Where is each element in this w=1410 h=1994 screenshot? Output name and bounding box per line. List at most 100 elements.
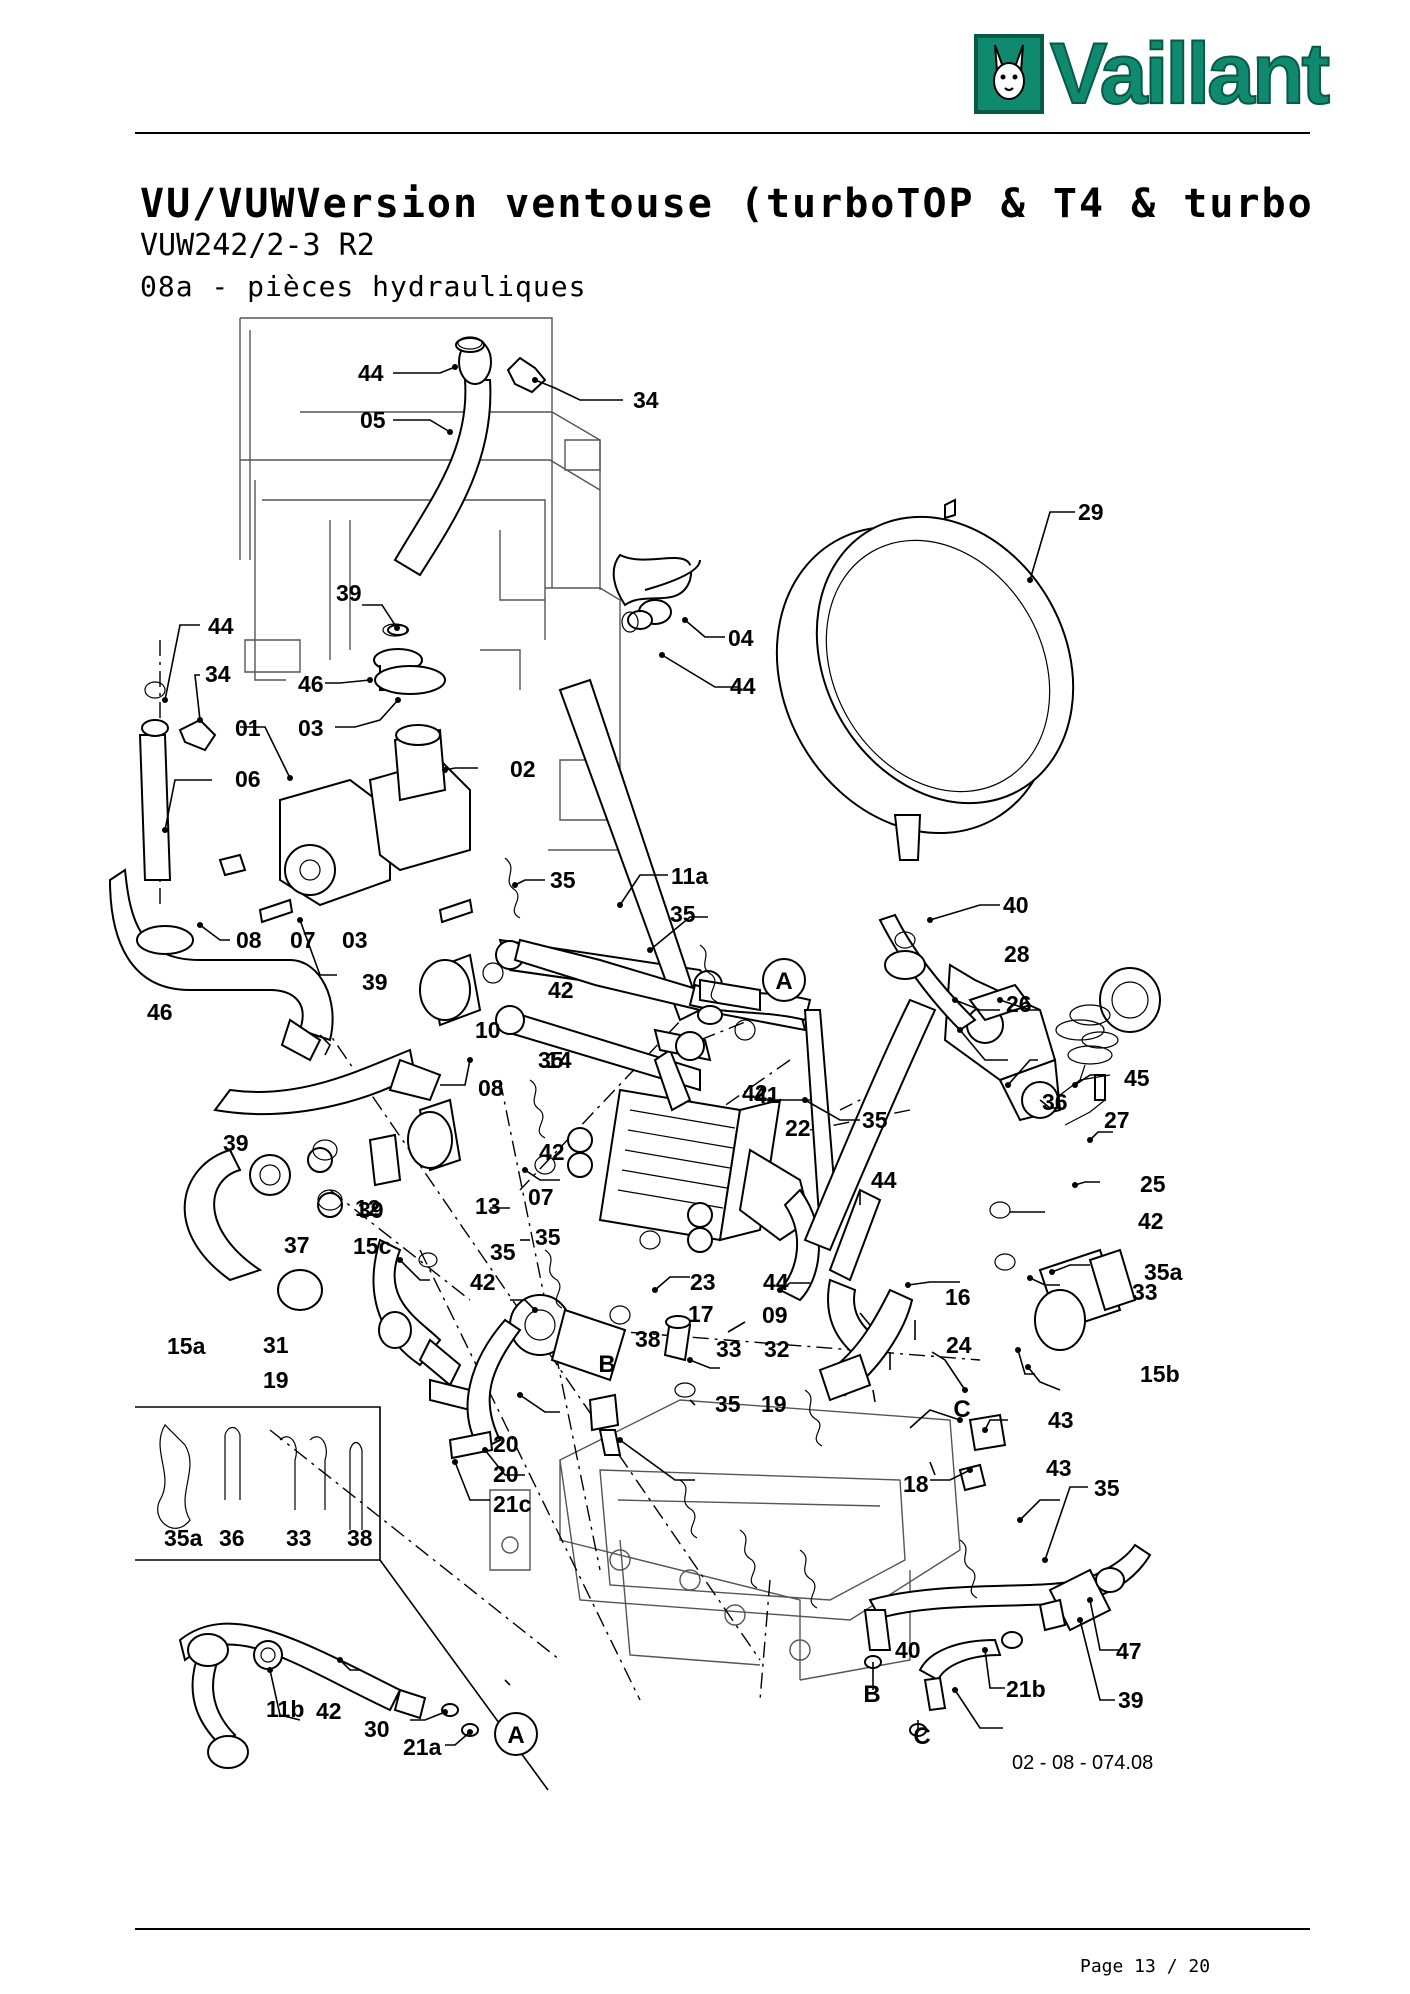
hare-emblem-icon <box>974 34 1044 114</box>
callout-label: 18 <box>903 1471 929 1497</box>
vaillant-logo: Vaillant <box>974 29 1331 119</box>
callout-label: 05 <box>360 407 386 433</box>
callout-label: 35 <box>550 867 576 893</box>
callout-label: 24 <box>946 1332 972 1358</box>
callout-dots <box>162 364 1093 1735</box>
callout-label: 17 <box>688 1301 714 1327</box>
callout-label: 34 <box>633 387 659 413</box>
callout-label: 35 <box>1094 1475 1120 1501</box>
callout-label: 35 <box>490 1239 516 1265</box>
callout-label: 45 <box>1124 1065 1150 1091</box>
callout-label: 21b <box>1006 1676 1046 1702</box>
header-rule <box>135 132 1310 134</box>
callout-label: 20 <box>493 1431 519 1457</box>
callout-label: 19 <box>761 1391 787 1417</box>
callout-label: 43 <box>1046 1455 1072 1481</box>
callout-label: 20 <box>493 1461 519 1487</box>
callout-label: 10 <box>475 1017 501 1043</box>
clip-detail-inset <box>135 1406 549 1791</box>
callout-label: 31 <box>263 1332 289 1358</box>
callout-label: 09 <box>762 1302 788 1328</box>
callout-label: 07 <box>528 1184 554 1210</box>
connector-label: A <box>507 1722 524 1749</box>
callout-label: 35 <box>535 1224 561 1250</box>
callout-label: 25 <box>1140 1171 1166 1197</box>
callout-label: 42 <box>470 1269 496 1295</box>
callout-label: 16 <box>945 1284 971 1310</box>
retaining-clips <box>504 857 1111 1609</box>
callout-label: 02 <box>510 756 536 782</box>
callout-label: 33 <box>1132 1279 1158 1305</box>
brand-wordmark: Vaillant <box>1049 26 1331 122</box>
callout-label: 37 <box>284 1232 310 1258</box>
callout-label: 21c <box>493 1491 532 1517</box>
connector-label: B <box>598 1351 615 1378</box>
callout-label: 39 <box>336 580 362 606</box>
callout-label: 26 <box>1006 991 1032 1017</box>
connector-label: C <box>953 1396 970 1423</box>
callout-label: 44 <box>763 1269 789 1295</box>
callout-label: 32 <box>764 1336 790 1362</box>
callout-label: 22 <box>785 1115 811 1141</box>
callout-label: 23 <box>690 1269 716 1295</box>
callout-label: 42 <box>316 1698 342 1724</box>
callout-label: 03 <box>342 927 368 953</box>
section-heading: 08a - pièces hydrauliques <box>140 270 587 303</box>
connector-label: B <box>863 1681 880 1708</box>
callout-label: 33 <box>286 1525 312 1551</box>
connector-label: A <box>775 968 792 995</box>
callout-label: 03 <box>298 715 324 741</box>
callout-label: 35 <box>715 1391 741 1417</box>
bottom-frame <box>489 1399 961 1681</box>
callout-label: 11b <box>266 1696 304 1722</box>
callout-label: 47 <box>1116 1638 1142 1664</box>
callout-label: 41 <box>754 1082 780 1108</box>
callout-label: 15b <box>1140 1361 1180 1387</box>
callout-label: 36 <box>219 1525 245 1551</box>
callout-label: 35 <box>670 901 696 927</box>
callout-label: 28 <box>1004 941 1030 967</box>
callout-label: 38 <box>635 1326 661 1352</box>
callout-label: 38 <box>347 1525 373 1551</box>
callout-label: 44 <box>871 1167 897 1193</box>
callout-label: 42 <box>548 977 574 1003</box>
callout-label: 14 <box>546 1047 572 1073</box>
callout-label: 04 <box>728 625 754 651</box>
callout-label: 46 <box>298 671 324 697</box>
callout-label: 44 <box>208 613 234 639</box>
callout-label: 34 <box>205 661 231 687</box>
callout-label: 39 <box>1118 1687 1144 1713</box>
callout-label: 35a <box>1144 1259 1183 1285</box>
callout-label: 35 <box>862 1107 888 1133</box>
callout-label: 21a <box>403 1734 442 1760</box>
callout-label: 29 <box>1078 499 1104 525</box>
connector-label: C <box>913 1723 930 1750</box>
callout-label: 42 <box>539 1139 565 1165</box>
page-number: Page 13 / 20 <box>1080 1956 1211 1977</box>
footer-rule <box>135 1928 1310 1930</box>
hydraulic-parts <box>108 337 1161 1769</box>
callout-label: 35a <box>164 1525 203 1551</box>
callout-label: 19 <box>263 1367 289 1393</box>
callout-label: 08 <box>478 1075 504 1101</box>
callout-label: 27 <box>1104 1107 1130 1133</box>
callout-label: 35 <box>538 1047 564 1073</box>
callout-label: 13 <box>475 1193 501 1219</box>
part-number-callouts: 44 34 05 29 39 04 44 44 34 46 01 03 02 0… <box>147 360 1183 1760</box>
callout-label: 40 <box>895 1637 921 1663</box>
callout-label: 39 <box>223 1130 249 1156</box>
callout-label: 39 <box>358 1197 384 1223</box>
callout-label: 11a <box>671 863 708 889</box>
callout-label: 15c <box>353 1233 392 1259</box>
callout-label: 30 <box>364 1716 390 1742</box>
drawing-reference: 02 - 08 - 074.08 <box>1012 1752 1154 1774</box>
callout-label: 46 <box>147 999 173 1025</box>
callout-label: 33 <box>716 1336 742 1362</box>
callout-label: 40 <box>1003 892 1029 918</box>
connector-markers: A A B B C C <box>494 958 971 1756</box>
callout-label: 42 <box>1138 1208 1164 1234</box>
expansion-vessel <box>775 498 1075 861</box>
callout-label: 07 <box>290 927 316 953</box>
callout-label: 43 <box>1048 1407 1074 1433</box>
